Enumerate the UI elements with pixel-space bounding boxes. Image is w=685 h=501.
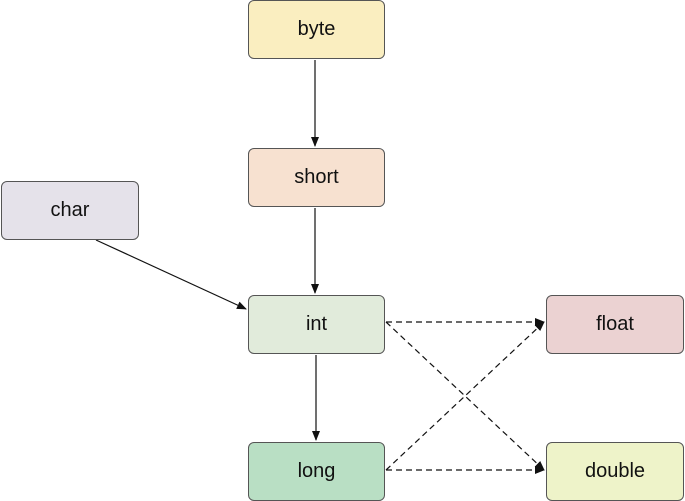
node-int: int — [248, 295, 385, 354]
edge-char-to-int — [95, 239, 247, 310]
node-float-label: float — [596, 313, 634, 335]
node-double-label: double — [584, 460, 646, 482]
node-short: short — [248, 148, 385, 207]
node-long: long — [248, 442, 385, 501]
node-long-label: long — [297, 460, 336, 482]
node-char: char — [1, 181, 139, 240]
node-byte: byte — [248, 0, 385, 59]
node-double: double — [546, 442, 684, 501]
edge-long-to-float — [385, 321, 545, 471]
node-float: float — [546, 295, 684, 354]
node-char-label: char — [50, 199, 90, 221]
node-short-label: short — [294, 166, 339, 188]
edge-int-to-double — [385, 321, 545, 471]
node-byte-label: byte — [297, 18, 336, 40]
node-int-label: int — [305, 313, 328, 335]
